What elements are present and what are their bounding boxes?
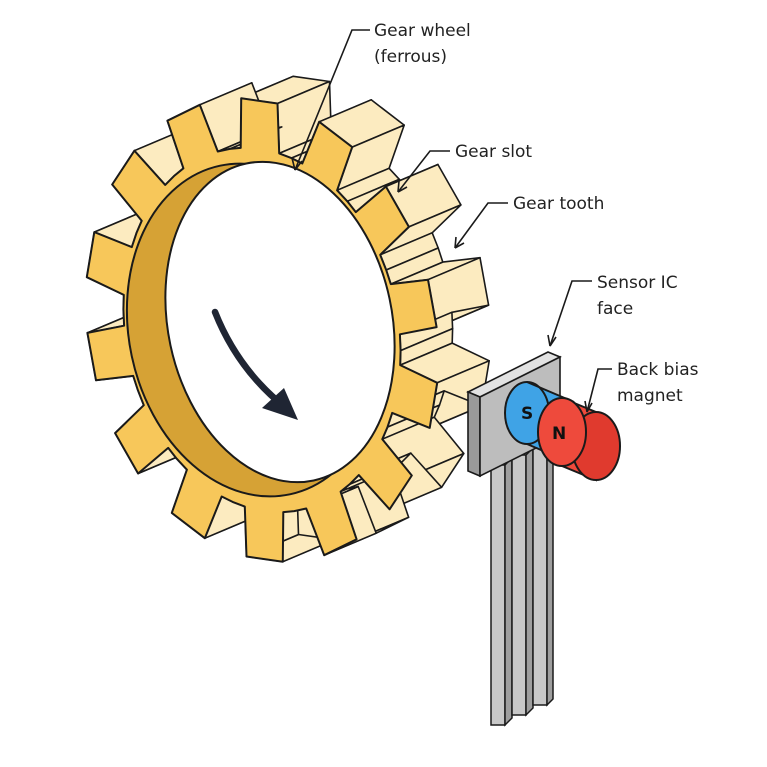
annotations: Gear wheel (ferrous) Gear slot Gear toot… (374, 21, 699, 406)
leader-lines (291, 29, 612, 413)
back-bias-magnet: S N (504, 381, 621, 482)
label-gear-tooth: Gear tooth (513, 194, 604, 214)
magnet-north-face (537, 397, 587, 467)
label-sensor-ic-line2: face (597, 299, 633, 319)
label-gear-wheel-line2: (ferrous) (374, 47, 447, 67)
label-gear-slot: Gear slot (455, 142, 532, 162)
label-sensor-ic-line1: Sensor IC (597, 273, 678, 293)
label-magnet-line1: Back bias (617, 360, 699, 380)
magnet-south-label: S (521, 404, 533, 424)
gear-bore-hole (164, 160, 396, 484)
label-gear-wheel-line1: Gear wheel (374, 21, 471, 41)
sensor-leads (490, 437, 554, 727)
label-magnet-line2: magnet (617, 386, 683, 406)
magnet-north-label: N (552, 424, 566, 444)
curved-arrow-icon (211, 308, 298, 420)
